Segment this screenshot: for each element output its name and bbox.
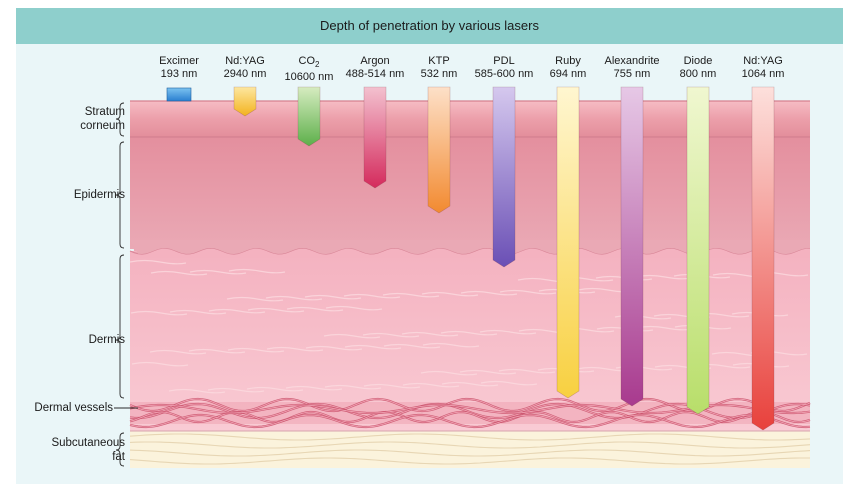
layer-bracket — [115, 254, 125, 399]
laser-wavelength: 755 nm — [613, 68, 651, 80]
laser-wavelength: 694 nm — [549, 68, 587, 80]
laser-beam-alexandrite-7 — [620, 86, 644, 407]
laser-name: Argon — [360, 55, 390, 67]
laser-name: Nd:YAG — [225, 55, 265, 67]
layer-label: Stratum corneum — [80, 105, 125, 133]
layer-label: Epidermis — [74, 188, 125, 202]
laser-name: Excimer — [159, 55, 199, 67]
layer-label-line: Dermis — [88, 334, 125, 346]
laser-wavelength: 10600 nm — [284, 71, 334, 84]
laser-name: PDL — [493, 55, 515, 67]
laser-beam-ruby-6 — [556, 86, 580, 399]
layer-label: Dermal vessels — [34, 401, 113, 415]
laser-beam-argon-3 — [363, 86, 387, 189]
laser-beam-pdl-5 — [492, 86, 516, 268]
layer-label-line: fat — [112, 451, 125, 463]
laser-wavelength: 2940 nm — [223, 68, 267, 80]
laser-beam-nd-yag-9 — [751, 86, 775, 431]
laser-beam-ktp-4 — [427, 86, 451, 214]
diagram-title: Depth of penetration by various lasers — [320, 18, 539, 33]
layer-label-line: Dermal vessels — [34, 402, 113, 414]
laser-beam-excimer-0 — [166, 87, 192, 102]
laser-wavelength: 532 nm — [420, 68, 458, 80]
layer-bracket — [115, 432, 125, 467]
laser-name: KTP — [428, 55, 450, 67]
layer-label: Dermis — [89, 333, 125, 347]
layer-label-line: corneum — [80, 120, 125, 132]
layer-label-line: Epidermis — [73, 189, 125, 201]
laser-wavelength: 585-600 nm — [474, 68, 534, 80]
laser-beam-co-2 — [297, 86, 321, 147]
layer-label-line: Stratum — [84, 106, 125, 118]
laser-wavelength: 193 nm — [160, 68, 198, 80]
laser-beam-diode-8 — [686, 86, 710, 415]
laser-wavelength: 488-514 nm — [345, 68, 405, 80]
layer-label-line: Subcutaneous — [51, 437, 125, 449]
laser-name: CO2 — [298, 55, 320, 70]
laser-wavelength: 1064 nm — [741, 68, 785, 80]
laser-beam-nd-yag-1 — [233, 86, 257, 117]
laser-name: Ruby — [555, 55, 581, 67]
laser-name: Nd:YAG — [743, 55, 783, 67]
laser-wavelength: 800 nm — [679, 68, 717, 80]
laser-name: Alexandrite — [604, 55, 660, 67]
laser-name: Diode — [683, 55, 713, 67]
layer-bracket — [115, 141, 125, 249]
layer-bracket — [115, 102, 125, 137]
layer-label: Subcutaneous fat — [51, 436, 125, 464]
